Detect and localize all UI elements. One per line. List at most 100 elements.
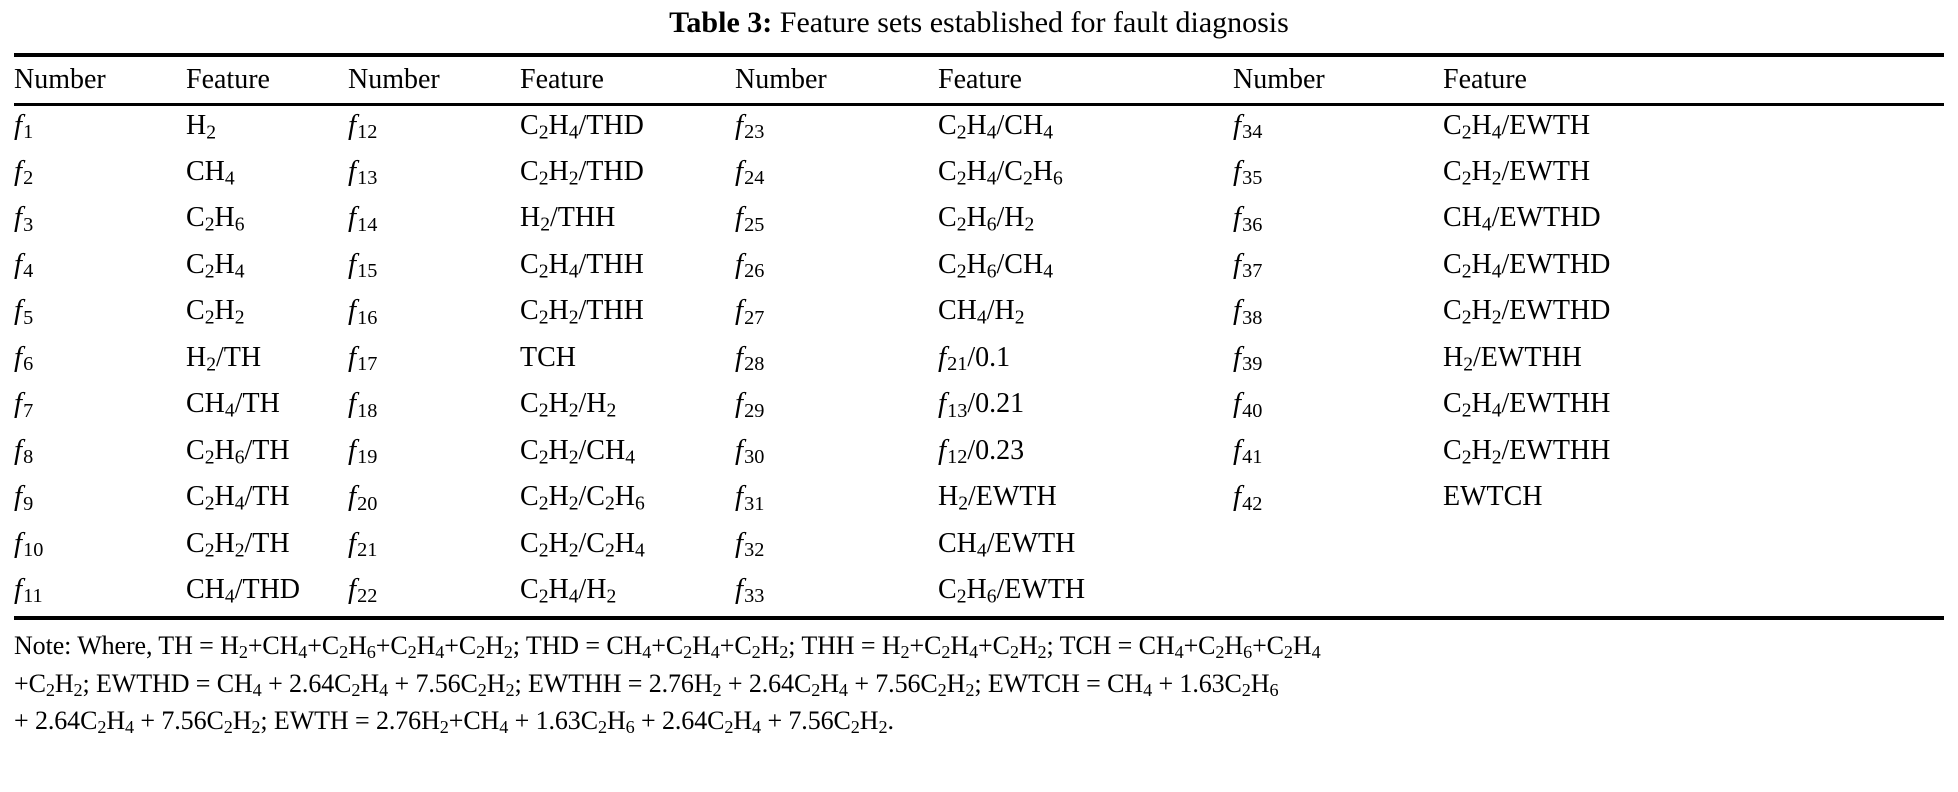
- table-caption: Table 3: Feature sets established for fa…: [14, 0, 1944, 53]
- cell-feature: C2H4: [186, 248, 245, 283]
- cell-feature: C2H2/EWTHD: [1443, 295, 1611, 329]
- cell-feature: f21/0.1: [938, 340, 1011, 376]
- cell-feature: C2H6/H2: [938, 202, 1035, 236]
- cell-number: f39: [1233, 340, 1263, 376]
- cell-number: f15: [348, 247, 378, 283]
- cell-feature: [1443, 570, 1944, 616]
- cell-number: f20: [348, 480, 378, 515]
- cell-feature: C2H2/TH: [186, 527, 290, 561]
- cell-number: f25: [735, 201, 765, 236]
- column-header-feature-2: Feature: [520, 63, 604, 95]
- cell-number: f35: [1233, 154, 1263, 190]
- column-header-feature-1: Feature: [186, 63, 270, 95]
- cell-feature: C2H4/EWTHD: [1443, 248, 1611, 283]
- column-header-number-2: Number: [348, 63, 440, 95]
- cell-number: f42: [1233, 480, 1263, 515]
- table-header: Number Feature Number Feature Number Fea…: [14, 57, 1944, 103]
- cell-feature: H2/EWTHH: [1443, 341, 1582, 376]
- cell-number: f36: [1233, 201, 1263, 236]
- cell-feature: C2H6: [186, 202, 245, 236]
- cell-feature: C2H2/THD: [520, 155, 644, 190]
- cell-number: f38: [1233, 294, 1263, 329]
- cell-feature: [1443, 524, 1944, 570]
- note-line-3: + 2.64C2H4 + 7.56C2H2; EWTH = 2.76H2+CH4…: [14, 706, 894, 738]
- cell-number: f7: [14, 387, 34, 422]
- cell-number: f27: [735, 294, 765, 329]
- table-bottom-rule: [14, 616, 1944, 621]
- cell-feature: H2/EWTH: [938, 481, 1057, 515]
- table-note: Note: Where, TH = H2+CH4+C2H6+C2H4+C2H2;…: [14, 620, 1944, 740]
- cell-number: f9: [14, 480, 34, 515]
- cell-number: f31: [735, 480, 765, 515]
- column-header-number-1: Number: [14, 63, 106, 95]
- cell-number: f33: [735, 573, 765, 608]
- caption-text: Feature sets established for fault diagn…: [779, 6, 1289, 39]
- cell-feature: C2H2/H2: [520, 388, 617, 422]
- cell-number: f26: [735, 247, 765, 283]
- cell-feature: f12/0.23: [938, 433, 1025, 469]
- cell-feature: CH4/H2: [938, 295, 1025, 329]
- cell-feature: f13/0.21: [938, 387, 1025, 422]
- cell-feature: C2H4/CH4: [938, 109, 1053, 143]
- cell-feature: EWTCH: [1443, 481, 1543, 513]
- note-line-2: +C2H2; EWTHD = CH4 + 2.64C2H4 + 7.56C2H2…: [14, 668, 1279, 700]
- cell-feature: CH4/EWTHD: [1443, 202, 1601, 236]
- cell-number: f41: [1233, 433, 1263, 469]
- column-header-number-3: Number: [735, 63, 827, 95]
- cell-feature: C2H6/CH4: [938, 248, 1053, 283]
- cell-number: f11: [14, 573, 43, 608]
- cell-feature: C2H2/CH4: [520, 434, 635, 468]
- cell-number: f34: [1233, 108, 1263, 143]
- cell-number: f3: [14, 201, 34, 236]
- cell-feature: H2/THH: [520, 202, 616, 236]
- cell-number: f24: [735, 154, 765, 190]
- cell-feature: C2H4/TH: [186, 481, 290, 515]
- column-header-number-4: Number: [1233, 63, 1325, 95]
- cell-feature: C2H4/EWTH: [1443, 109, 1591, 143]
- column-header-feature-3: Feature: [938, 63, 1022, 95]
- cell-number: f18: [348, 387, 378, 422]
- cell-number: f13: [348, 154, 378, 190]
- cell-number: f19: [348, 433, 378, 469]
- cell-feature: C2H4/THH: [520, 248, 644, 283]
- cell-number: f40: [1233, 387, 1263, 422]
- cell-number: f16: [348, 294, 378, 329]
- cell-feature: C2H6/TH: [186, 434, 290, 468]
- cell-number: f5: [14, 294, 34, 329]
- caption-label: Table 3:: [669, 6, 773, 39]
- cell-number: f22: [348, 573, 378, 608]
- cell-feature: C2H4/THD: [520, 109, 644, 143]
- cell-feature: TCH: [520, 341, 576, 373]
- cell-number: f8: [14, 433, 34, 469]
- cell-feature: CH4/EWTH: [938, 527, 1076, 561]
- cell-feature: C2H2/C2H4: [520, 527, 645, 561]
- cell-number: [1233, 570, 1443, 616]
- cell-number: f29: [735, 387, 765, 422]
- cell-number: f17: [348, 340, 378, 376]
- cell-number: f4: [14, 247, 34, 283]
- cell-feature: C2H2/EWTH: [1443, 155, 1591, 190]
- cell-feature: C2H6/EWTH: [938, 574, 1086, 608]
- table-header-rule: [14, 102, 1944, 106]
- note-line-1: Note: Where, TH = H2+CH4+C2H6+C2H4+C2H2;…: [14, 631, 1321, 663]
- cell-feature: C2H2/THH: [520, 295, 644, 329]
- cell-feature: C2H4/C2H6: [938, 155, 1063, 190]
- cell-feature: CH4/THD: [186, 574, 301, 608]
- cell-number: f6: [14, 340, 34, 376]
- cell-number: f12: [348, 108, 378, 143]
- cell-feature: C2H2/EWTHH: [1443, 434, 1611, 468]
- cell-number: f32: [735, 526, 765, 562]
- cell-number: f2: [14, 154, 34, 190]
